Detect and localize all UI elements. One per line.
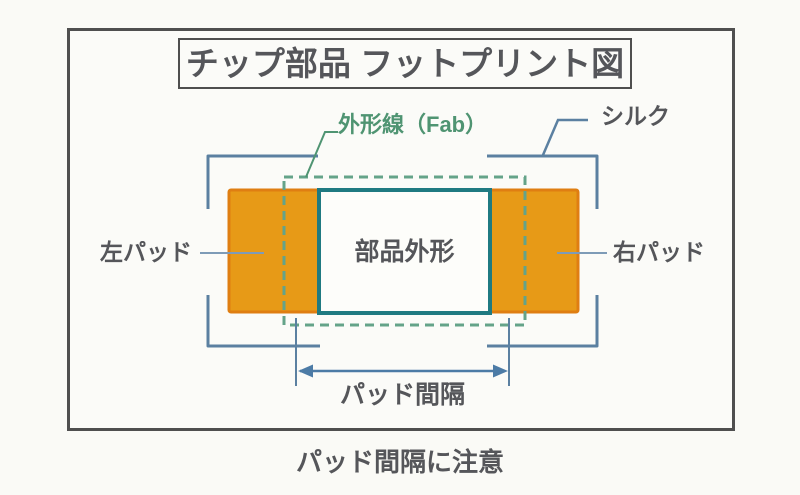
- component-body-label: 部品外形: [354, 238, 455, 266]
- silk-label: シルク: [601, 103, 670, 129]
- left-pad-label: 左パッド: [100, 239, 192, 265]
- page-title: チップ部品 フットプリント図: [185, 45, 625, 82]
- pad-gap-label: パッド間隔: [339, 381, 465, 409]
- caption-note: パッド間隔に注意: [295, 447, 504, 477]
- right-pad-label: 右パッド: [613, 239, 705, 265]
- fab-outline-label: 外形線（Fab）: [338, 112, 488, 137]
- title-box: チップ部品 フットプリント図: [178, 38, 632, 89]
